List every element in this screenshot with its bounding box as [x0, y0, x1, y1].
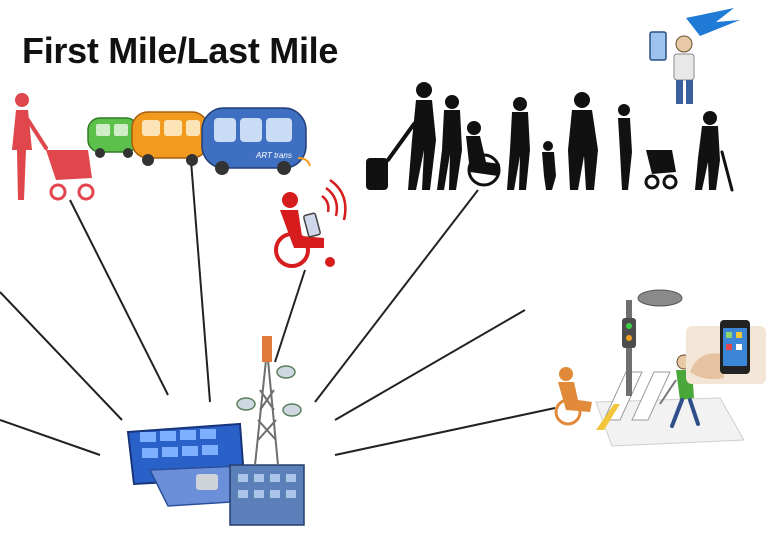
connector-line	[189, 147, 211, 403]
person-with-phone-icon	[649, 8, 740, 104]
bus-destination-label: ART trans	[255, 151, 292, 160]
traveler-silhouettes-icon	[366, 82, 734, 192]
connector-line	[0, 291, 123, 421]
smartphone-icon	[686, 320, 766, 384]
accessible-crosswalk-signal-icon	[554, 289, 745, 447]
pedestrian-with-stroller-icon	[12, 93, 95, 201]
autonomous-shuttle-icon	[87, 117, 139, 158]
wheelchair-user-with-phone-icon	[274, 178, 347, 268]
bus-icon: ART trans	[201, 107, 311, 175]
connector-line	[274, 269, 306, 363]
connector-line	[0, 419, 101, 456]
connector-line	[334, 309, 526, 421]
communication-tower-icon	[229, 336, 305, 526]
autonomous-shuttle-icon	[131, 111, 209, 166]
connector-line	[314, 189, 479, 403]
connector-lines	[0, 147, 556, 456]
connector-line	[334, 407, 556, 456]
diagram-title: First Mile/Last Mile	[22, 30, 339, 71]
connector-line	[69, 199, 169, 396]
